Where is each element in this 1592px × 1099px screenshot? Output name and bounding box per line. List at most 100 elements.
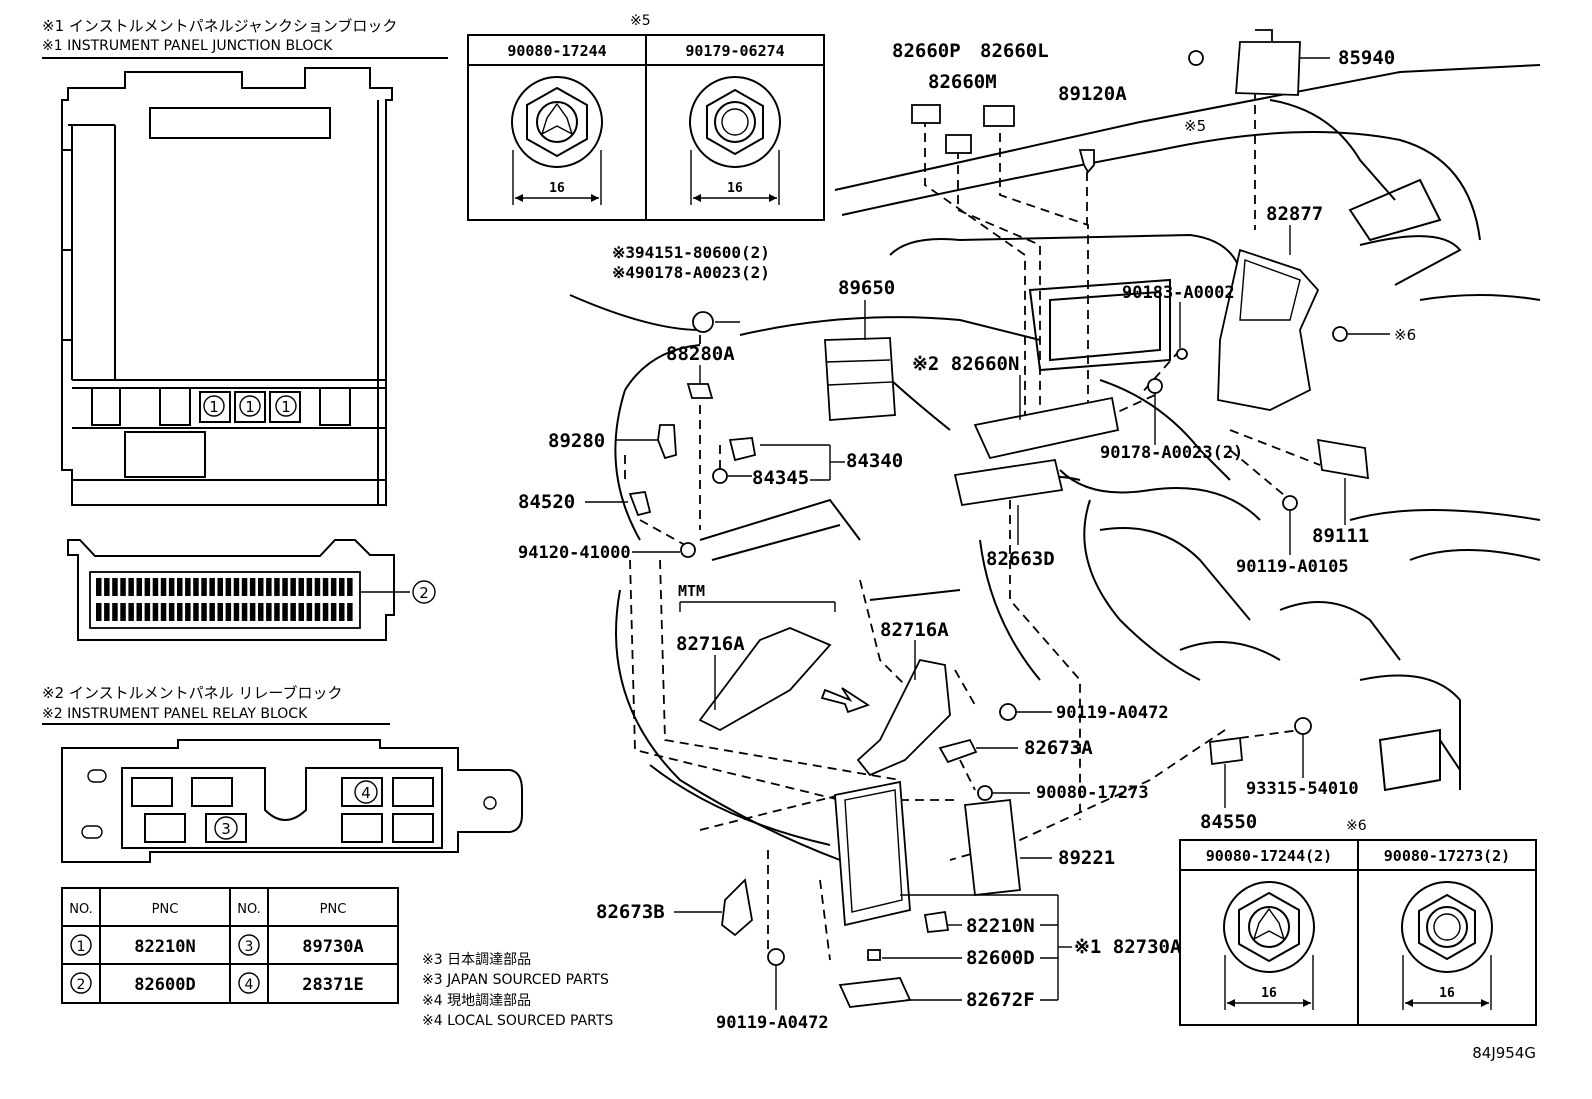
junction-block-illustration: [61, 67, 393, 506]
box6-right-pn: 90080-17273(2): [1384, 847, 1510, 865]
connector-pin: [282, 603, 288, 621]
label-90183: 90183-A0002: [1122, 283, 1235, 303]
pnc-row1-no1: 1: [77, 939, 86, 955]
footnote-2: ※3 JAPAN SOURCED PARTS: [422, 972, 609, 988]
connector-pin: [314, 578, 321, 596]
label-84345: 84345: [752, 467, 809, 489]
footnote-4: ※4 LOCAL SOURCED PARTS: [422, 1013, 613, 1029]
footnotes: ※3 日本調達部品 ※3 JAPAN SOURCED PARTS ※4 現地調達…: [422, 952, 613, 1029]
pnc-row1-no2: 3: [245, 939, 254, 955]
connector-pin: [168, 578, 175, 596]
jb-pos2-label: 2: [419, 584, 429, 602]
box5-mark: ※5: [630, 13, 651, 29]
pnc-row1-pnc1: 82210N: [134, 937, 195, 957]
pnc-row2-no1: 2: [77, 977, 86, 993]
label-82716A-left: 82716A: [676, 633, 745, 655]
label-mtm: MTM: [678, 582, 705, 600]
connector-pin: [282, 578, 288, 596]
connector-pin: [96, 603, 102, 621]
label-82672F: 82672F: [966, 989, 1035, 1011]
box5-left-nut: 16: [511, 76, 603, 205]
connector-pin: [128, 603, 134, 621]
label-82673A: 82673A: [1024, 737, 1093, 759]
connector-pin: [339, 578, 345, 596]
connector-pin: [209, 578, 215, 596]
label-82600D: 82600D: [966, 947, 1035, 969]
box5-dim-right: 16: [727, 181, 743, 196]
junction-block-section: ※1 インストルメントパネルジャンクションブロック ※1 INSTRUMENT …: [42, 17, 448, 641]
ipjb-header-en: ※1 INSTRUMENT PANEL JUNCTION BLOCK: [42, 38, 333, 54]
connector-pin: [322, 603, 329, 621]
iprb-header-jp: ※2 インストルメントパネル リレーブロック: [42, 684, 342, 702]
guide-lines: [624, 90, 1321, 961]
label-82660P: 82660P: [892, 40, 961, 62]
leader-lines: [585, 57, 1390, 1010]
connector-pin: [209, 603, 215, 621]
connector-pin: [201, 578, 207, 596]
label-82210N: 82210N: [966, 915, 1035, 937]
connector-pin: [160, 603, 167, 621]
connector-pin: [322, 578, 329, 596]
label-90119-a0472-lower: 90119-A0472: [716, 1013, 829, 1033]
label-89120A: 89120A: [1058, 83, 1127, 105]
connector-pin: [298, 603, 304, 621]
connector-pin: [152, 603, 159, 621]
jb-connector-pins: [96, 578, 353, 621]
relay-block-illustration: [61, 739, 523, 863]
label-90119-a0472-upper: 90119-A0472: [1056, 703, 1169, 723]
label-82673B: 82673B: [596, 901, 665, 923]
label-82660L: 82660L: [980, 40, 1049, 62]
connector-pin: [274, 603, 280, 621]
label-93315: 93315-54010: [1246, 779, 1359, 799]
connector-pin: [266, 578, 272, 596]
label-94151: ※394151-80600(2): [612, 243, 770, 262]
relay-block-section: ※2 インストルメントパネル リレーブロック ※2 INSTRUMENT PAN…: [42, 684, 523, 863]
label-90119-a0105: 90119-A0105: [1236, 557, 1349, 577]
label-90080-17273: 90080-17273: [1036, 783, 1149, 803]
label-89111: 89111: [1312, 525, 1369, 547]
jb-pos1-label-a: 1: [209, 398, 219, 416]
connector-pin: [330, 578, 337, 596]
rb-pos4-label: 4: [361, 784, 371, 802]
label-89221: 89221: [1058, 847, 1115, 869]
part-labels: 82660P 82660L 82660M 89120A 85940 ※5 828…: [518, 40, 1416, 1033]
connector-pin: [96, 578, 102, 596]
connector-pin: [185, 578, 191, 596]
connector-pin: [185, 603, 191, 621]
label-82660M: 82660M: [928, 71, 997, 93]
connector-pin: [177, 603, 183, 621]
connector-pin: [249, 603, 256, 621]
connector-pin: [193, 578, 199, 596]
pnc-col-pnc-1: PNC: [152, 902, 179, 917]
pnc-row1-pnc2: 89730A: [302, 937, 363, 957]
connector-pin: [144, 603, 151, 621]
label-82663D: 82663D: [986, 548, 1055, 570]
connector-pin: [120, 578, 126, 596]
connector-pin: [258, 578, 264, 596]
pnc-row2-no2: 4: [245, 977, 254, 993]
label-note6-mark: ※6: [1394, 326, 1416, 344]
pnc-row2-pnc2: 28371E: [302, 975, 363, 995]
connector-pin: [233, 578, 240, 596]
connector-pin: [201, 603, 207, 621]
label-82660N: ※2 82660N: [912, 353, 1019, 375]
connector-pin: [274, 578, 280, 596]
connector-pin: [217, 578, 223, 596]
connector-pin: [258, 603, 264, 621]
connector-pin: [112, 603, 118, 621]
connector-pin: [120, 603, 126, 621]
connector-pin: [330, 603, 337, 621]
box5-left-pn: 90080-17244: [507, 42, 606, 60]
connector-pin: [128, 578, 134, 596]
box5-right-pn: 90179-06274: [685, 42, 784, 60]
box5-dim-left: 16: [549, 181, 565, 196]
connector-pin: [168, 603, 175, 621]
label-82877: 82877: [1266, 203, 1323, 225]
connector-pin: [290, 603, 296, 621]
box6-dim-left: 16: [1261, 986, 1277, 1001]
connector-pin: [136, 578, 142, 596]
box6-dim-right: 16: [1439, 986, 1455, 1001]
jb-pos1-label-b: 1: [245, 398, 255, 416]
junction-block-bottom-view: 2: [67, 539, 436, 641]
pnc-col-no-1: NO.: [69, 902, 93, 917]
